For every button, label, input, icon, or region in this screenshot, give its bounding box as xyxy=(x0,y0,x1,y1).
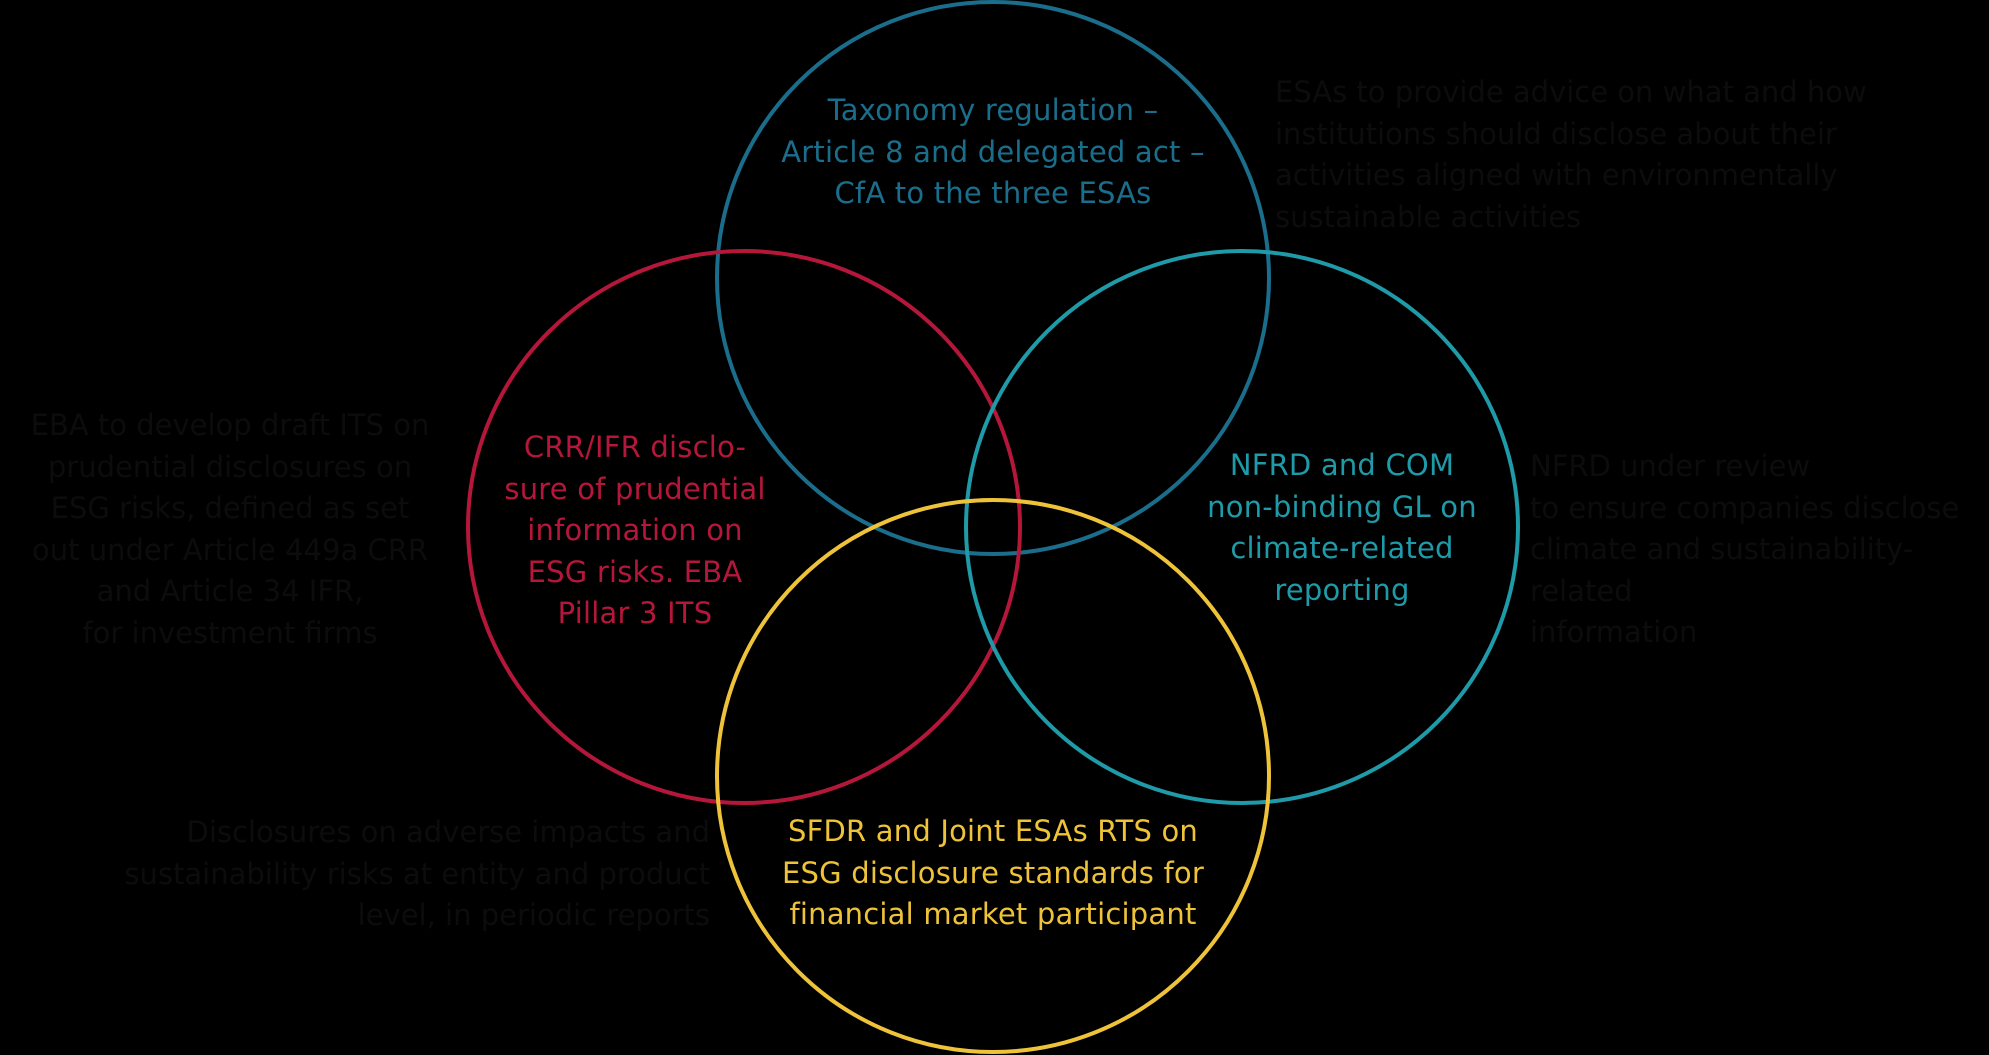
nfrd-label: NFRD and COM non-binding GL on climate-r… xyxy=(1207,448,1477,607)
taxonomy-circle xyxy=(715,0,1271,556)
sfdr-label: SFDR and Joint ESAs RTS on ESG disclosur… xyxy=(781,814,1204,931)
crr-label: CRR/IFR disclo- sure of prudential infor… xyxy=(504,430,766,630)
nfrd-circle xyxy=(964,249,1520,805)
crr-side-note: EBA to develop draft ITS on prudential d… xyxy=(30,408,430,650)
nfrd-side-note: NFRD under review to ensure companies di… xyxy=(1530,449,1960,649)
sfdr-circle xyxy=(715,498,1271,1054)
crr-circle xyxy=(466,249,1022,805)
taxonomy-side-note: ESAs to provide advice on what and how i… xyxy=(1275,75,1867,234)
taxonomy-label: Taxonomy regulation – Article 8 and dele… xyxy=(781,93,1205,210)
sfdr-side-note: Disclosures on adverse impacts and susta… xyxy=(124,815,710,932)
